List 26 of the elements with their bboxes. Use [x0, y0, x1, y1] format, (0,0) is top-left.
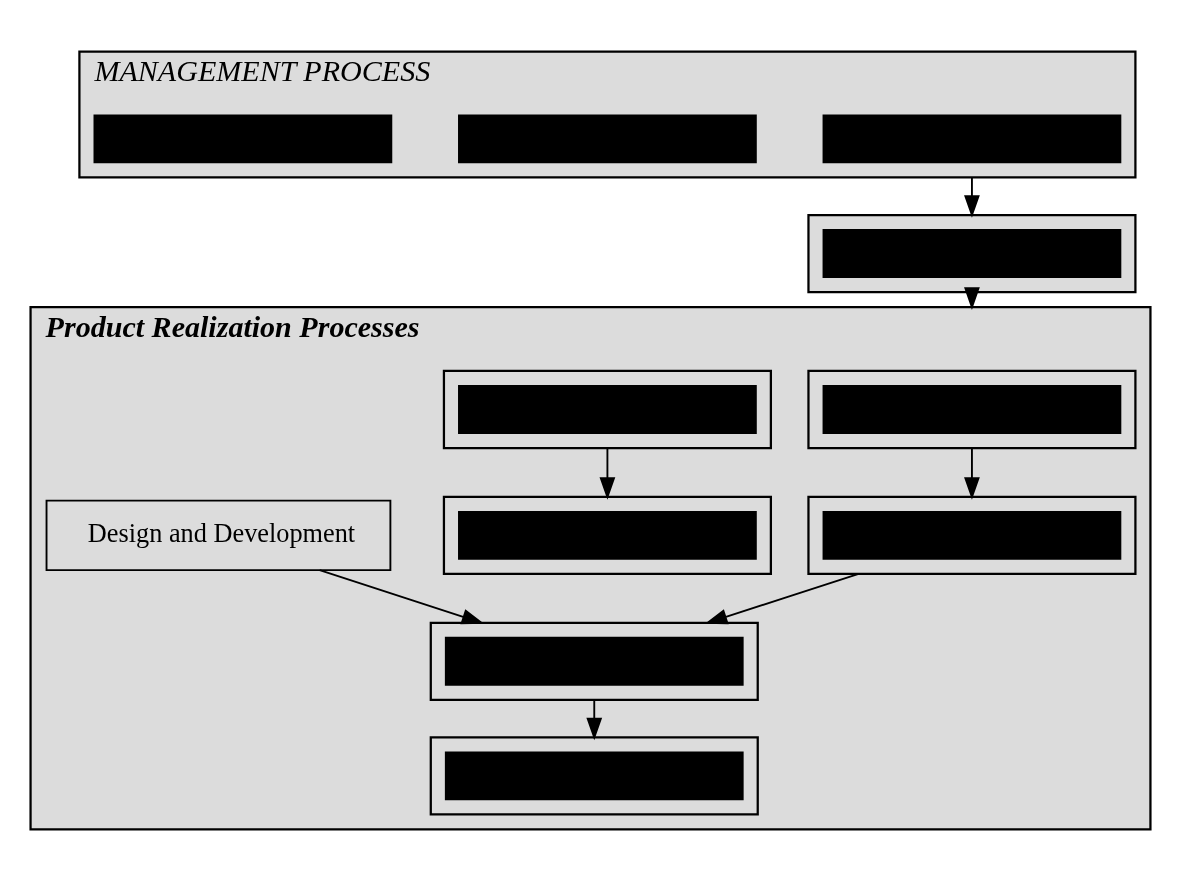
arrow — [964, 286, 980, 310]
node-box: Design and Development — [45, 499, 392, 571]
node-bar — [822, 510, 1122, 560]
node-bar — [822, 228, 1122, 278]
arrow — [318, 568, 485, 624]
cluster — [429, 621, 759, 701]
cluster — [429, 735, 759, 816]
cluster — [807, 495, 1137, 575]
node-bar — [444, 750, 744, 800]
cluster — [442, 495, 772, 575]
node-bar — [458, 114, 757, 163]
node-bar — [822, 114, 1122, 163]
arrow — [586, 698, 603, 740]
cluster — [807, 369, 1137, 449]
arrow — [599, 446, 616, 500]
cluster — [807, 213, 1137, 293]
node-bar — [822, 384, 1122, 434]
node-bar — [458, 510, 757, 560]
node-bar — [458, 384, 757, 434]
node-bar — [93, 114, 393, 163]
cluster — [442, 369, 772, 449]
arrow — [964, 176, 980, 218]
arrow — [704, 572, 860, 624]
arrow — [964, 446, 980, 500]
node-bar — [444, 636, 744, 686]
cluster: MANAGEMENT PROCESS — [78, 49, 1137, 179]
